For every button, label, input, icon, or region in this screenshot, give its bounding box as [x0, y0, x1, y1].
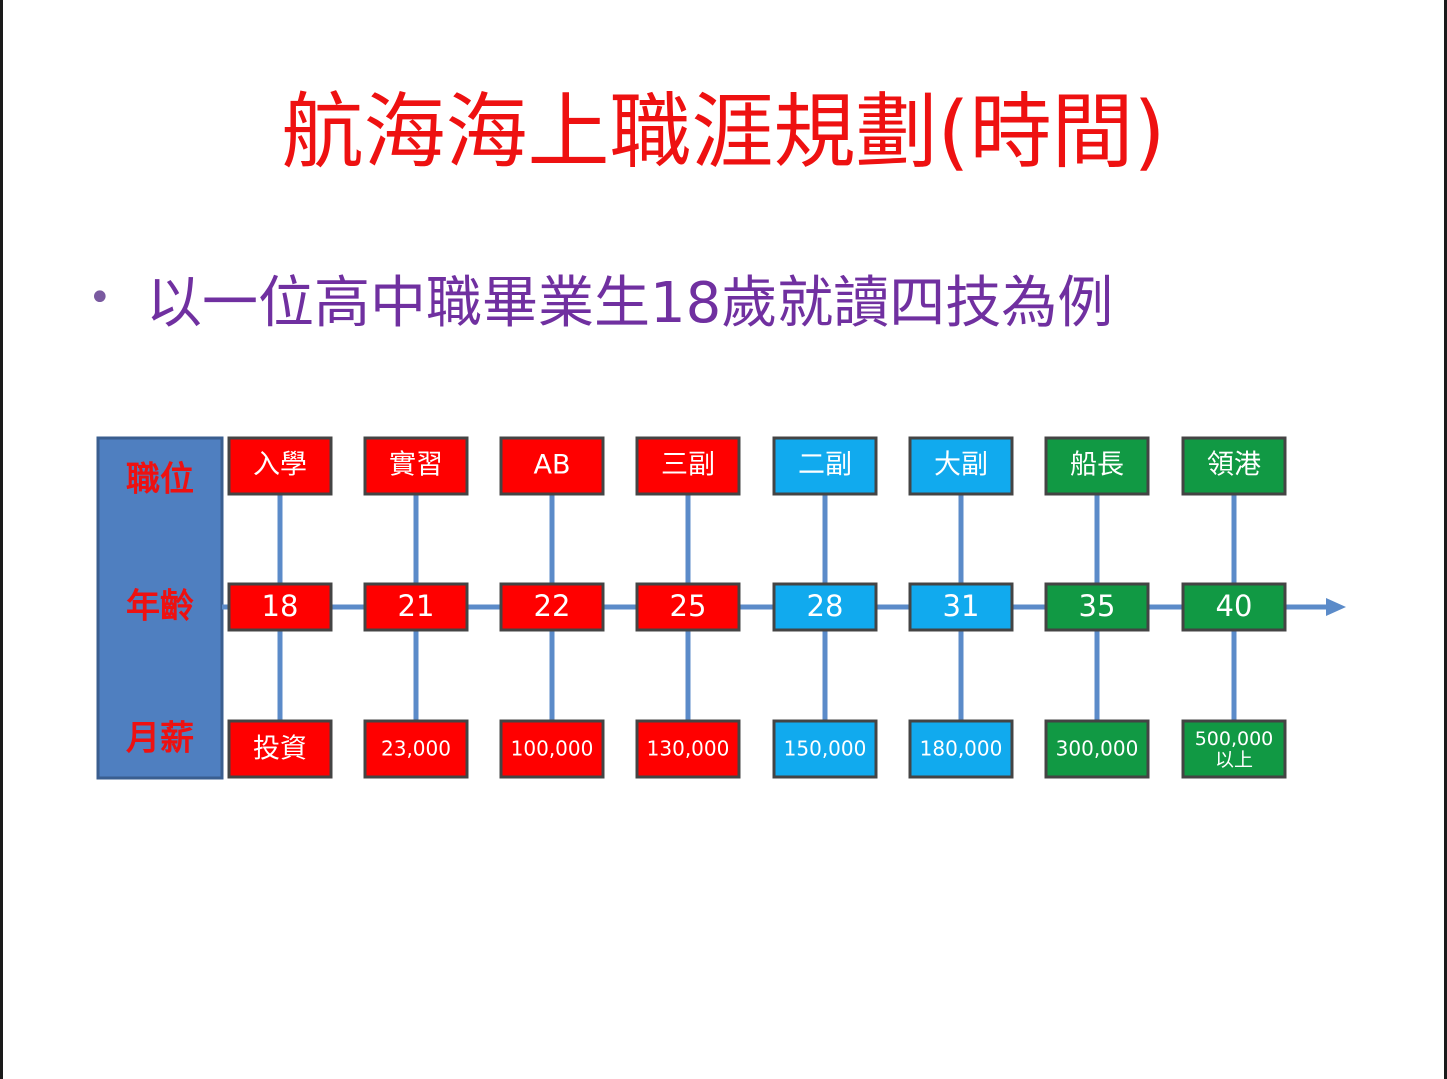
- row-label-1: 年齡: [126, 587, 194, 627]
- salary-label-4: 150,000: [784, 737, 867, 761]
- salary-box-4: [772, 719, 878, 779]
- age-label-0: 18: [262, 589, 299, 623]
- position-label-7: 領港: [1207, 450, 1261, 481]
- age-label-6: 35: [1079, 589, 1116, 623]
- salary-box-2: [499, 719, 605, 779]
- salary-label-7-line-1: 以上: [1215, 749, 1253, 771]
- position-box-3: [635, 436, 741, 496]
- position-box-7: [1181, 436, 1287, 496]
- age-box-0: [227, 582, 333, 632]
- salary-label-7-line-0: 500,000: [1195, 728, 1274, 750]
- row-label-2: 月薪: [126, 719, 194, 759]
- salary-box-1: [363, 719, 469, 779]
- salary-label-2: 100,000: [511, 737, 594, 761]
- age-box-3: [635, 582, 741, 632]
- salary-label-0: 投資: [253, 734, 307, 765]
- slide-left-border: [0, 0, 3, 1079]
- salary-box-5: [908, 719, 1014, 779]
- age-box-4: [772, 582, 878, 632]
- row-label-0: 職位: [126, 460, 194, 500]
- salary-label-1: 23,000: [381, 737, 451, 761]
- bullet-text: 以一位高中職畢業生18歲就讀四技為例: [146, 270, 1114, 336]
- position-label-0: 入學: [253, 450, 307, 481]
- age-label-5: 31: [943, 589, 980, 623]
- position-box-4: [772, 436, 878, 496]
- row-label-panel: [96, 436, 224, 780]
- age-box-1: [363, 582, 469, 632]
- age-label-3: 25: [670, 589, 707, 623]
- position-label-3: 三副: [661, 450, 715, 481]
- slide-title: 航海海上職涯規劃(時間): [281, 85, 1166, 180]
- slide-right-border: [1444, 0, 1447, 1079]
- position-box-2: [499, 436, 605, 496]
- salary-box-7: [1181, 719, 1287, 779]
- age-label-7: 40: [1216, 589, 1253, 623]
- age-label-1: 21: [398, 589, 435, 623]
- age-label-2: 22: [534, 589, 571, 623]
- position-box-5: [908, 436, 1014, 496]
- bullet-dot-icon: •: [88, 275, 112, 321]
- position-label-5: 大副: [934, 450, 988, 481]
- age-box-7: [1181, 582, 1287, 632]
- salary-label-5: 180,000: [920, 737, 1003, 761]
- position-label-4: 二副: [798, 450, 852, 481]
- age-box-2: [499, 582, 605, 632]
- age-box-5: [908, 582, 1014, 632]
- axis-arrow-icon: [1326, 598, 1346, 616]
- position-box-6: [1044, 436, 1150, 496]
- salary-box-3: [635, 719, 741, 779]
- salary-box-0: [227, 719, 333, 779]
- salary-label-3: 130,000: [647, 737, 730, 761]
- position-label-2: AB: [534, 450, 571, 481]
- position-box-0: [227, 436, 333, 496]
- age-box-6: [1044, 582, 1150, 632]
- salary-box-6: [1044, 719, 1150, 779]
- position-label-1: 實習: [389, 450, 443, 481]
- salary-label-6: 300,000: [1056, 737, 1139, 761]
- age-label-4: 28: [807, 589, 844, 623]
- position-label-6: 船長: [1070, 450, 1124, 481]
- bullet-item: • 以一位高中職畢業生18歲就讀四技為例: [88, 258, 1113, 338]
- position-box-1: [363, 436, 469, 496]
